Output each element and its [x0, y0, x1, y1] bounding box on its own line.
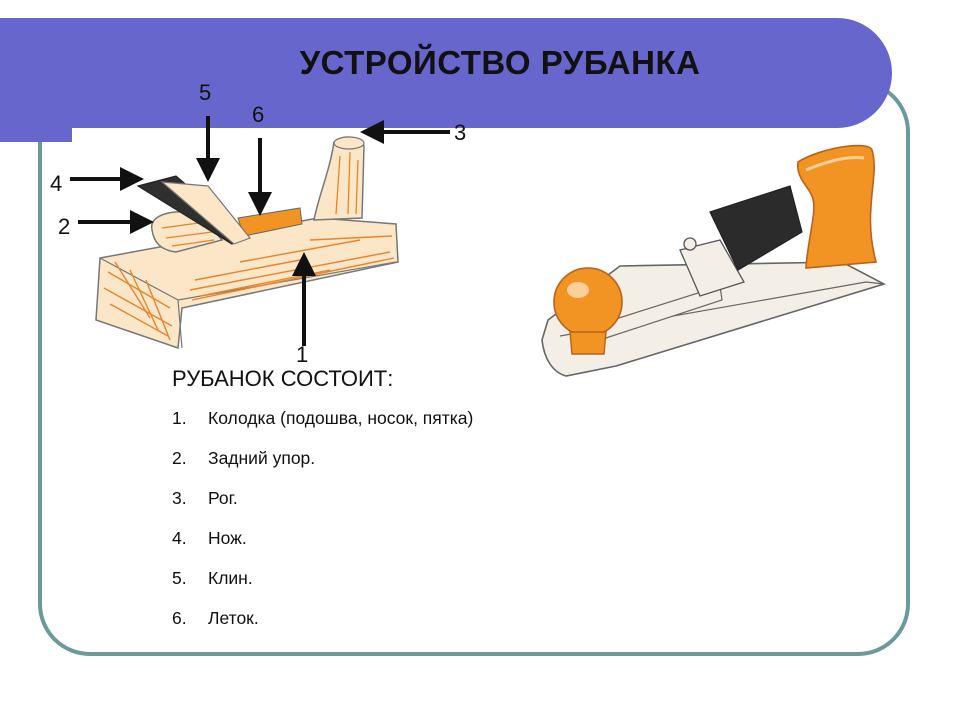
callout-label-4: 4: [50, 171, 63, 196]
list-item: 2.Задний упор.: [172, 448, 316, 468]
metal-plane-frog: [679, 239, 745, 297]
list-item: 1.Колодка (подошва, носок, пятка): [172, 408, 474, 428]
list-item: 4.Нож.: [172, 528, 247, 548]
callout-label-5: 5: [199, 80, 212, 105]
callout-label-6: 6: [252, 102, 265, 127]
metal-plane-illustration: [541, 144, 887, 377]
callout-label-1: 1: [296, 342, 309, 367]
metal-plane-body: [541, 261, 887, 377]
metal-plane-tote: [797, 144, 878, 269]
parts-list: 1.Колодка (подошва, носок, пятка) 2.Задн…: [172, 408, 473, 648]
metal-plane-knob: [553, 267, 623, 337]
title-bar-tab: [0, 128, 72, 142]
slide-frame: [38, 80, 910, 656]
callout-label-3: 3: [454, 120, 467, 145]
list-item: 6.Леток.: [172, 608, 259, 628]
parts-list-heading: РУБАНОК СОСТОИТ:: [172, 366, 394, 391]
plane-wedge: [160, 181, 251, 245]
wooden-plane-illustration: [95, 136, 399, 350]
callout-arrows: [70, 116, 450, 346]
callout-label-2: 2: [58, 214, 71, 239]
metal-plane-iron: [709, 185, 803, 271]
page-title: УСТРОЙСТВО РУБАНКА: [299, 44, 701, 81]
list-item: 3.Рог.: [172, 488, 238, 508]
title-bar: [0, 18, 892, 128]
list-item: 5.Клин.: [172, 568, 253, 588]
